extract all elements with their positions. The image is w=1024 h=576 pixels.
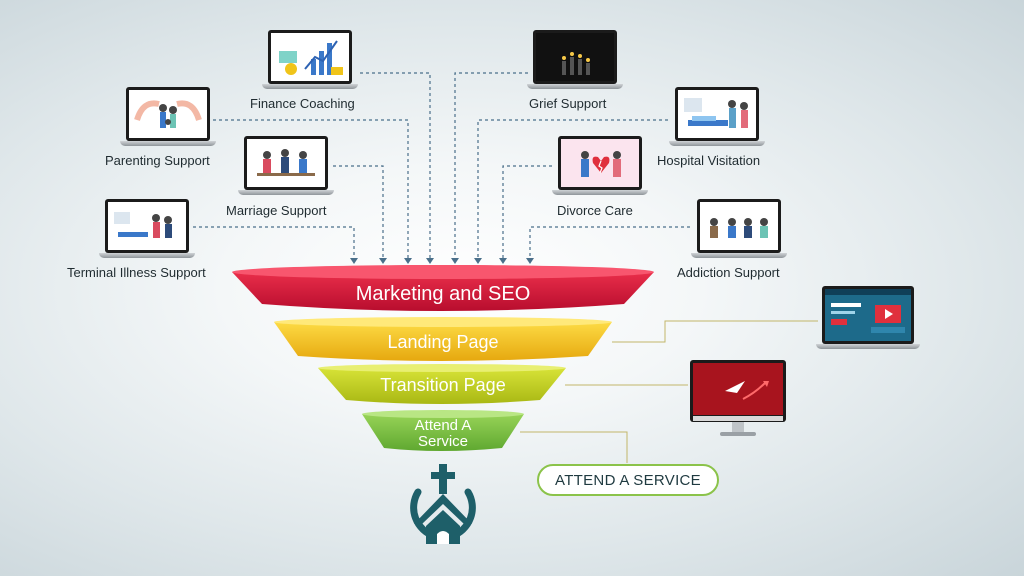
connector-hospital (477, 119, 668, 258)
finance-coaching-laptop (262, 30, 358, 89)
broken-heart-icon (581, 151, 621, 177)
funnel-tier-marketing (232, 265, 654, 311)
addiction-support-laptop (691, 199, 787, 258)
transition-screen (725, 381, 769, 400)
candles-icon (562, 52, 590, 75)
patient-care-icon (114, 212, 172, 238)
landing-page-laptop-icon (816, 286, 920, 349)
parenting-support-laptop (120, 87, 216, 146)
church-cross-logo-icon (410, 464, 476, 544)
connector-marriage (333, 165, 384, 258)
family-hands-icon (134, 100, 202, 128)
funnel-label-attend: Attend A Service (384, 418, 502, 450)
connector-attend-output (520, 431, 628, 463)
connector-grief (454, 72, 528, 258)
connector-finance (360, 72, 431, 258)
funnel-label-transition: Transition Page (380, 375, 506, 395)
label-hospital-visitation: Hospital Visitation (657, 153, 761, 168)
label-terminal-illness-support: Terminal Illness Support (67, 265, 206, 280)
funnel-tier-landing (274, 317, 612, 361)
landing-page-screen (825, 289, 911, 333)
divorce-care-laptop (552, 136, 648, 195)
funnel-tier-attend (362, 410, 524, 451)
label-finance-coaching: Finance Coaching (250, 96, 355, 111)
terminal-illness-support-laptop (99, 199, 195, 258)
connector-addiction (529, 226, 690, 258)
connector-divorce (502, 165, 552, 258)
funnel-label-attend-line2: Service (417, 433, 469, 450)
finance-chart-icon (279, 40, 343, 75)
transition-page-monitor-icon (690, 360, 786, 440)
label-marriage-support: Marriage Support (226, 203, 327, 218)
connector-landing-output (612, 320, 818, 343)
connector-terminal (193, 226, 355, 258)
label-grief-support: Grief Support (529, 96, 607, 111)
label-divorce-care: Divorce Care (557, 203, 633, 218)
attend-a-service-badge: ATTEND A SERVICE (537, 464, 719, 496)
hospital-visitation-laptop (669, 87, 765, 146)
grief-support-laptop (527, 30, 623, 89)
marriage-support-laptop (238, 136, 334, 195)
funnel-label-marketing: Marketing and SEO (355, 283, 531, 305)
funnel-label-attend-line1: Attend A (414, 417, 472, 434)
label-addiction-support: Addiction Support (677, 265, 780, 280)
funnel-tier-transition (318, 364, 566, 404)
funnel-label-landing: Landing Page (387, 332, 499, 352)
group-therapy-icon (710, 218, 768, 238)
counseling-couple-icon (257, 149, 315, 176)
hospital-bed-icon (684, 98, 748, 128)
label-parenting-support: Parenting Support (105, 153, 210, 168)
connector-parenting (213, 119, 409, 258)
